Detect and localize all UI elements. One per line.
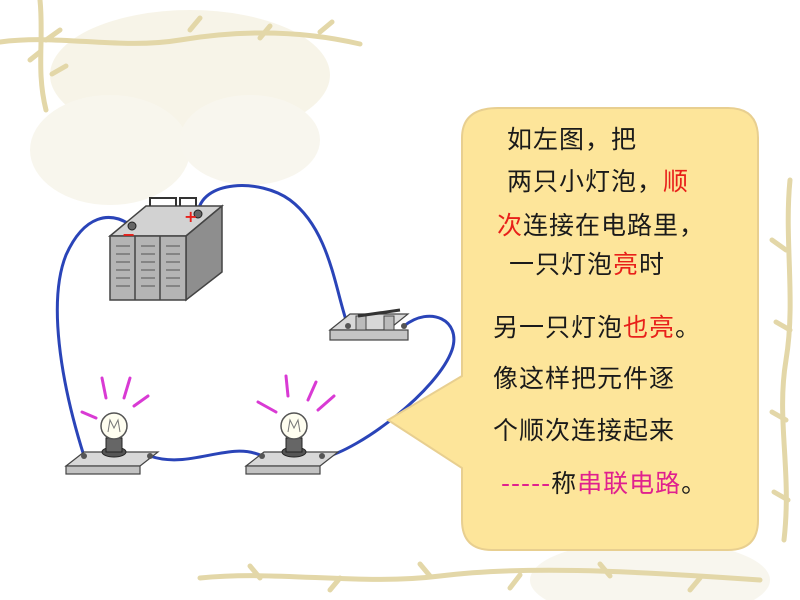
bubble-line-4: 一只灯泡亮时 [509,245,665,281]
battery: − + [107,197,225,302]
bubble-line-2-part-1: 两只小灯泡， [507,167,664,196]
bubble-line-3-part-1: 次 [497,211,524,240]
bubble-line-5-part-2: 也亮 [623,313,676,342]
bubble-line-1: 如左图，把 [507,120,637,156]
vine-bottom [197,561,763,593]
battery-plus-label: + [184,207,197,226]
bubble-line-8-part-1: ----- [501,469,552,498]
bubble-line-2: 两只小灯泡，顺 [507,162,689,198]
bubble-line-7-part-1: 个顺次连接起来 [493,416,676,445]
bubble-line-8-part-3: 串联电路 [577,469,682,498]
bulb-left-rays [80,376,150,420]
bubble-line-1-part-1: 如左图，把 [507,125,638,154]
battery-minus-label: − [122,225,135,244]
bubble-line-6-part-1: 像这样把元件逐 [493,364,676,393]
switch [328,308,410,341]
bubble-line-8-part-4: 。 [681,469,708,498]
bubble-line-8-part-2: 称 [551,469,578,498]
bulb-left [64,376,160,475]
bubble-line-2-part-2: 顺 [663,167,690,196]
bubble-line-3: 次连接在电路里， [497,206,705,242]
bubble-line-4-part-3: 时 [639,250,666,279]
wires [55,184,456,462]
wire-bulb1-to-battery [55,216,134,458]
bubble-line-5: 另一只灯泡也亮。 [493,308,701,344]
wire-battery-to-switch [196,184,350,328]
bulb-right-rays [256,374,336,414]
bubble-line-5-part-1: 另一只灯泡 [493,313,624,342]
bubble-line-5-part-3: 。 [675,313,702,342]
bubble-line-6: 像这样把元件逐 [493,359,675,395]
bubble-line-4-part-1: 一只灯泡 [509,250,614,279]
wire-bulb2-to-bulb1 [148,449,264,462]
bubble-line-7: 个顺次连接起来 [493,411,675,447]
vine-right [769,177,793,543]
bulb-right [244,374,340,475]
bubble-line-4-part-2: 亮 [613,250,640,279]
vine-top [0,0,363,113]
wire-switch-to-bulb2 [320,314,456,460]
bubble-line-8: -----称串联电路。 [501,464,707,500]
bubble-line-3-part-2: 连接在电路里， [523,211,706,240]
